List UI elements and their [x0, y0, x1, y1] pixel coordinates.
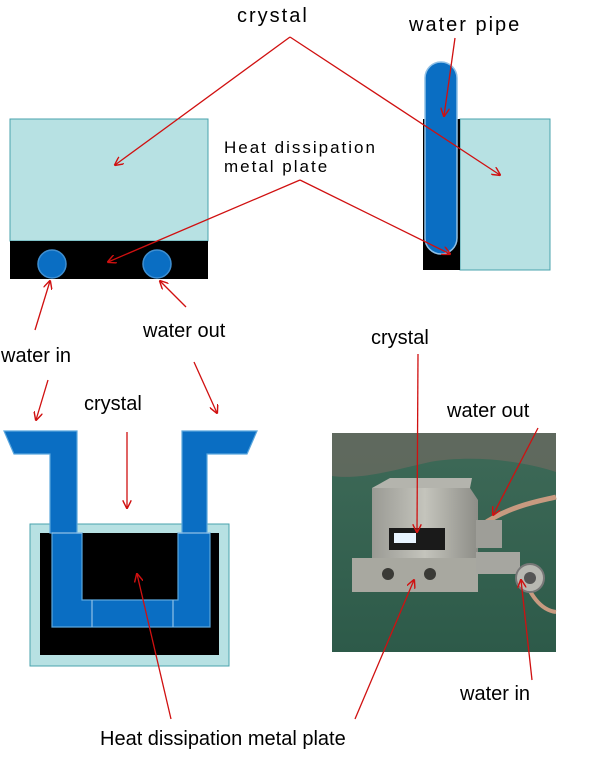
crystal-block [9, 118, 209, 242]
water-pipe-out-section [142, 249, 172, 279]
arrow [34, 281, 50, 331]
mount-base [352, 558, 478, 592]
arrow [115, 36, 291, 165]
mount-hole [382, 568, 394, 580]
label-water-pipe: water pipe [408, 14, 521, 36]
label-water-in-right: water in [459, 683, 530, 705]
u-pipe-assembly [3, 430, 258, 667]
label-crystal-mid: crystal [84, 393, 142, 415]
annotation-arrows [34, 36, 539, 720]
label-water-out-left: water out [142, 320, 226, 342]
arrow [108, 179, 301, 262]
arrow [289, 36, 500, 175]
water-tube [480, 494, 557, 528]
label-heat-plate-bottom: Heat dissipation metal plate [100, 728, 346, 750]
label-heat-plate-line1: Heat dissipation [224, 138, 377, 157]
water-pipe-vertical [424, 61, 458, 255]
arrow [299, 179, 450, 254]
label-water-out-right: water out [446, 400, 530, 422]
arrow [354, 580, 414, 720]
label-crystal-right: crystal [371, 327, 429, 349]
arrow [160, 281, 187, 308]
crystal-glint [394, 533, 416, 543]
water-pipe-in-section [37, 249, 67, 279]
pipe-fitting [476, 520, 502, 548]
crystal-mount-top [372, 478, 472, 488]
arrow [417, 353, 418, 532]
arrow [521, 580, 533, 681]
label-water-in-left: water in [0, 345, 71, 367]
arrow [493, 427, 539, 515]
pipe-fitting [476, 552, 520, 574]
arrow [444, 37, 456, 116]
arrow [193, 361, 217, 413]
pipe-fitting-bore [524, 572, 536, 584]
label-heat-plate-line2: metal plate [224, 157, 329, 176]
label-crystal-top: crystal [237, 5, 309, 27]
device-photo [332, 433, 557, 652]
photo-person-shadow [332, 433, 556, 477]
arrow [36, 379, 49, 420]
mount-hole [424, 568, 436, 580]
crystal-block [459, 118, 551, 271]
crystal-plate-section-left [9, 118, 209, 279]
arrow [137, 574, 172, 720]
